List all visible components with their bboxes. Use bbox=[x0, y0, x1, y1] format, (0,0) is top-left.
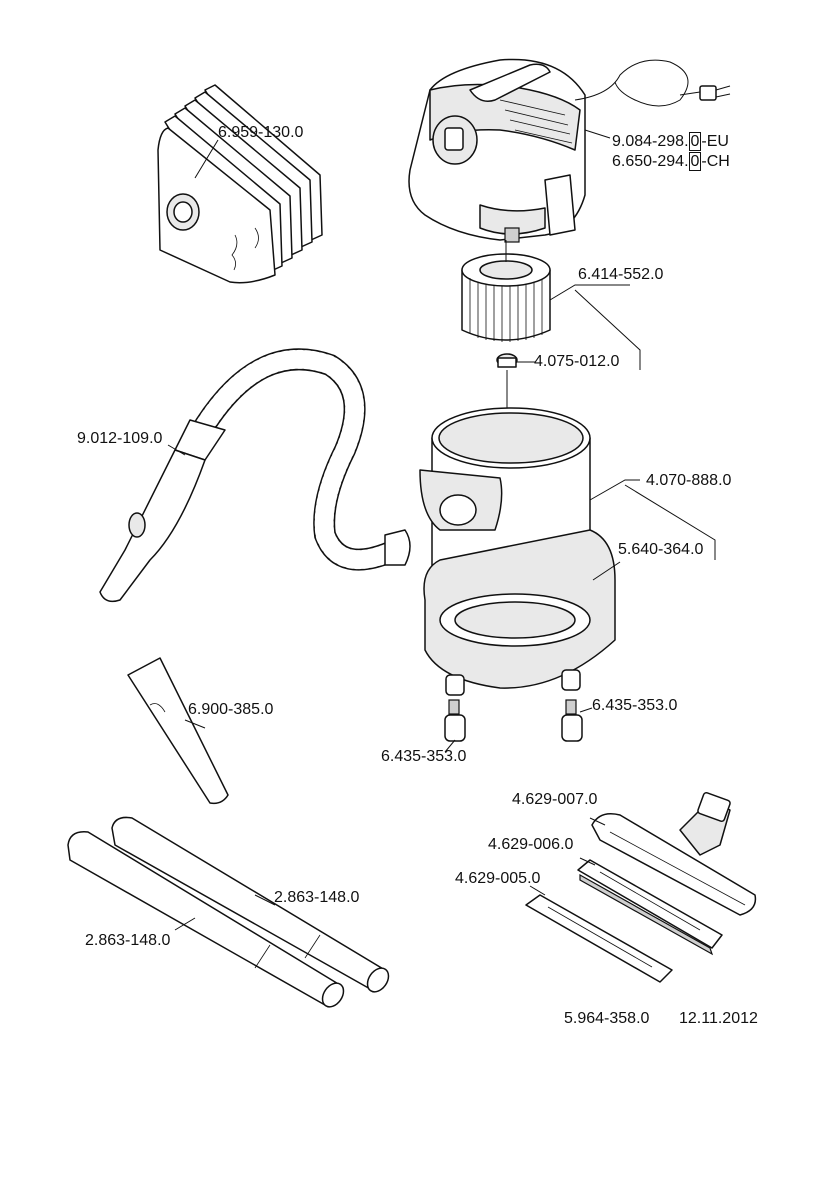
label-power-cord-ch-region: CH bbox=[706, 153, 730, 170]
crevice-nozzle-drawing bbox=[127, 657, 229, 805]
floor-nozzle-drawing bbox=[591, 791, 757, 916]
label-cartridge-filter: 6.414-552.0 bbox=[578, 266, 664, 283]
suction-tubes-drawing bbox=[67, 816, 390, 1008]
chassis-drawing bbox=[423, 529, 616, 689]
label-crevice-nozzle: 6.900-385.0 bbox=[188, 701, 274, 718]
rubber-strip-drawing bbox=[525, 894, 673, 983]
label-suction-tube-upper: 2.863-148.0 bbox=[274, 889, 360, 906]
label-brush-strip: 4.629-006.0 bbox=[488, 836, 574, 853]
dust-bags-drawing bbox=[157, 84, 323, 284]
filter-nut-drawing bbox=[496, 353, 518, 368]
label-chassis: 5.640-364.0 bbox=[618, 541, 704, 558]
label-power-cord-eu-digit: 0 bbox=[688, 132, 702, 151]
label-rubber-strip: 4.629-005.0 bbox=[455, 870, 541, 887]
label-suction-hose: 9.012-109.0 bbox=[77, 430, 163, 447]
label-castor-left: 6.435-353.0 bbox=[381, 748, 467, 765]
label-container: 4.070-888.0 bbox=[646, 472, 732, 489]
label-dust-bags: 6.959-130.0 bbox=[218, 124, 304, 141]
motor-head-drawing bbox=[408, 58, 731, 243]
label-filter-nut: 4.075-012.0 bbox=[534, 353, 620, 370]
label-power-cord-eu-sep: - bbox=[701, 133, 707, 150]
cartridge-filter-drawing bbox=[461, 240, 551, 342]
label-power-cord-ch-number: 6.650-294. bbox=[612, 153, 689, 170]
label-power-cord-eu-region: EU bbox=[706, 133, 729, 150]
label-suction-tube-lower: 2.863-148.0 bbox=[85, 932, 171, 949]
suction-hose-drawing bbox=[99, 348, 411, 603]
footer-date: 12.11.2012 bbox=[679, 1010, 758, 1027]
label-castor-right: 6.435-353.0 bbox=[592, 697, 678, 714]
label-power-cord-ch-sep: - bbox=[701, 153, 707, 170]
brush-strip-drawing bbox=[577, 859, 723, 956]
castors-drawing bbox=[444, 669, 583, 742]
label-floor-nozzle: 4.629-007.0 bbox=[512, 791, 598, 808]
label-power-cord-eu-number: 9.084-298. bbox=[612, 133, 689, 150]
label-power-cord-ch-digit: 0 bbox=[688, 152, 702, 171]
label-power-cord-ch: 6.650-294.0-CH bbox=[612, 152, 730, 171]
label-power-cord-eu: 9.084-298.0-EU bbox=[612, 132, 729, 151]
footer-document-number: 5.964-358.0 bbox=[564, 1010, 650, 1027]
